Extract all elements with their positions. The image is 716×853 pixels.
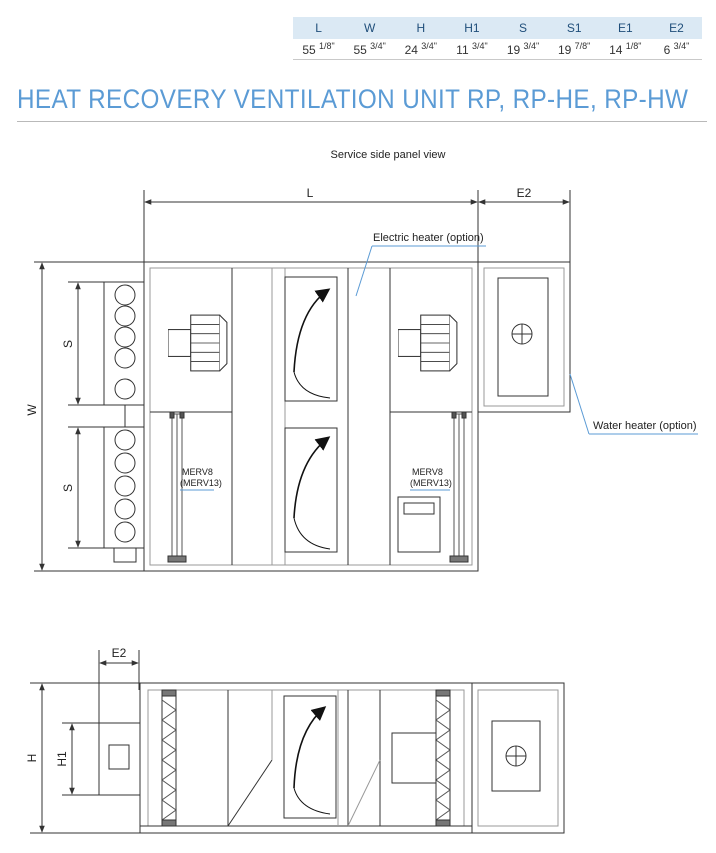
dim-value-whole: 14: [609, 43, 623, 57]
control-box: [397, 496, 441, 553]
side-duct-collar: [98, 722, 141, 796]
filter-right-label-line1: MERV8: [412, 467, 443, 477]
heat-exchanger-upper: [284, 276, 338, 402]
dim-value-whole: 19: [506, 43, 521, 57]
dim-header-h1: H1: [446, 17, 498, 39]
dim-value-h: 24 3/4": [395, 39, 447, 60]
main-casing-top: [143, 261, 479, 572]
dim-value-frac: 3/4": [523, 41, 540, 51]
dim-header-e2: E2: [650, 17, 702, 39]
dimension-h-label: H: [25, 754, 39, 763]
dim-value-frac: 1/8": [625, 41, 642, 51]
title-divider: [17, 121, 707, 122]
exhaust-fan: [398, 314, 458, 372]
dimension-e2-side-label: E2: [112, 646, 127, 660]
side-view: E2 H H1: [25, 646, 565, 834]
heater-section-top: [477, 261, 571, 413]
dimension-h1-label: H1: [55, 751, 69, 767]
filter-left-label-line2: (MERV13): [180, 478, 222, 488]
page-title: HEAT RECOVERY VENTILATION UNIT RP, RP-HE…: [17, 84, 689, 114]
dim-value-frac: 3/4": [370, 41, 386, 51]
dim-value-frac: 7/8": [574, 41, 591, 51]
dimension-l: L: [143, 186, 479, 262]
dimension-w-label: W: [25, 404, 39, 416]
dim-value-s: 19 3/4": [497, 39, 549, 60]
top-view-caption: Service side panel view: [331, 149, 446, 161]
heater-section-side: [471, 682, 565, 834]
filter-right-label-line2: (MERV13): [410, 478, 452, 488]
filter-right: [449, 411, 469, 563]
dimension-s-lower-label: S: [61, 484, 75, 492]
dimension-table: L W H H1 S S1 E1 E2 55 1/8" 55 3/4" 24 3…: [293, 17, 702, 60]
dim-value-frac: 3/4": [471, 41, 488, 51]
dim-value-whole: 55: [302, 43, 316, 57]
dimension-e2-top: E2: [478, 186, 571, 262]
dim-header-l: L: [293, 17, 345, 39]
filter-left: [167, 411, 187, 563]
dimension-l-label: L: [307, 186, 314, 200]
dimension-table-header-row: L W H H1 S S1 E1 E2: [293, 17, 702, 39]
dim-value-frac: 1/8": [319, 41, 335, 51]
dimension-w: W: [25, 261, 146, 572]
duct-collar-upper: [103, 281, 145, 406]
dim-value-whole: 24: [404, 43, 418, 57]
dimension-h1: H1: [55, 722, 100, 796]
dim-value-whole: 55: [353, 43, 367, 57]
top-view: Service side panel view L E2 W S: [25, 149, 698, 572]
dim-value-whole: 6: [663, 43, 671, 57]
dim-header-s: S: [497, 17, 549, 39]
supply-fan: [168, 314, 228, 372]
dimension-s-upper-label: S: [61, 340, 75, 348]
dimension-s-upper: S: [61, 281, 104, 406]
electric-heater-label: Electric heater (option): [373, 232, 484, 244]
dim-value-s1: 19 7/8": [548, 39, 600, 60]
dim-value-e1: 14 1/8": [599, 39, 651, 60]
side-filter-right: [435, 689, 451, 827]
water-heater-label: Water heater (option): [593, 420, 697, 432]
dim-value-frac: 3/4": [673, 41, 690, 51]
side-control-panel: [391, 732, 437, 784]
duct-collar-lower: [103, 426, 145, 563]
dim-header-e1: E1: [599, 17, 651, 39]
main-casing-side: [139, 682, 473, 834]
heat-exchanger-lower: [284, 427, 338, 553]
dim-header-h: H: [395, 17, 447, 39]
dim-value-h1: 11 3/4": [446, 39, 498, 60]
dimension-table-value-row: 55 1/8" 55 3/4" 24 3/4" 11 3/4" 19 3/4" …: [293, 39, 702, 60]
filter-left-label-line1: MERV8: [182, 467, 213, 477]
dim-value-e2: 6 3/4": [650, 39, 702, 60]
dim-value-frac: 3/4": [421, 41, 438, 51]
dim-value-l: 55 1/8": [293, 39, 345, 60]
dimension-h: H: [25, 682, 140, 834]
dim-value-whole: 11: [456, 43, 469, 57]
dimension-s-lower: S: [61, 426, 104, 549]
dimension-e2-top-label: E2: [517, 186, 532, 200]
dim-value-whole: 19: [557, 43, 572, 57]
dim-value-w: 55 3/4": [344, 39, 396, 60]
side-filter-left: [161, 689, 177, 827]
side-heat-exchanger: [283, 695, 337, 819]
dim-header-w: W: [344, 17, 396, 39]
dimension-e2-side: E2: [98, 646, 140, 795]
dim-header-s1: S1: [548, 17, 600, 39]
